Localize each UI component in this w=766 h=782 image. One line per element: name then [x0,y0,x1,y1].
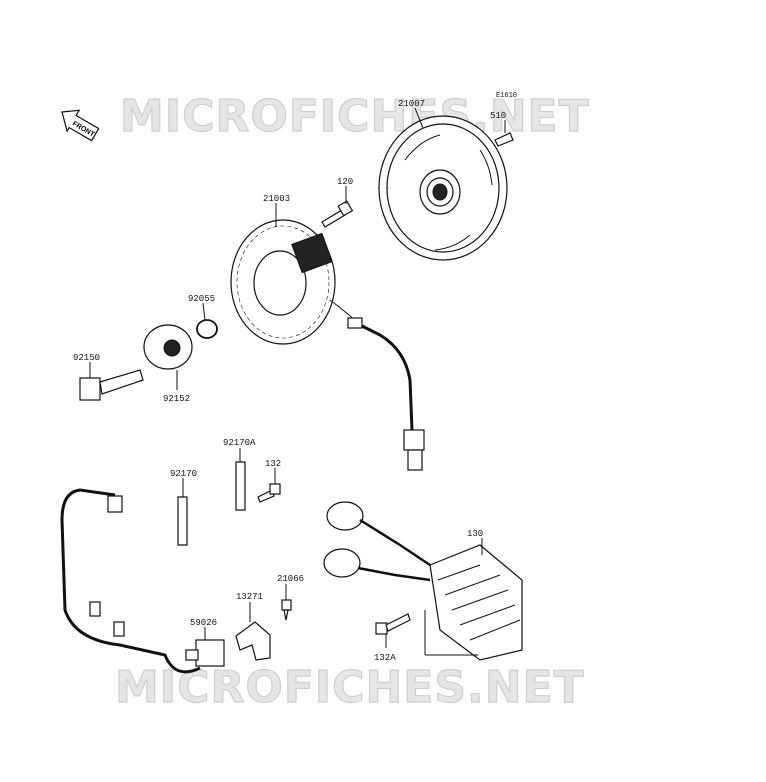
label-510: 510 [490,111,506,121]
flywheel-rotor [378,115,508,261]
regulator-rectifier [323,501,523,661]
clamp-92170 [177,496,188,546]
bolt-132 [257,483,281,503]
label-132A: 132A [374,653,396,663]
front-arrow-icon: FRONT [61,109,100,142]
label-92170: 92170 [170,469,197,479]
label-132: 132 [265,459,281,469]
ref-code: E1610 [496,92,517,100]
label-21007: 21007 [398,99,425,109]
label-130: 21066 [277,574,304,584]
sensor-59026 [185,639,225,667]
watermark-top: MICROFICHES.NET [120,91,590,142]
bolt-120 [321,200,354,228]
stator-coil [230,219,425,471]
label-92150: 92150 [73,353,100,363]
plate-92152 [143,324,193,370]
label-92152: 92152 [163,394,190,404]
label-13271: 13271 [236,592,263,602]
label-92055: 92055 [188,294,215,304]
label-120: 120 [337,177,353,187]
label-21066: 130 [467,529,483,539]
bolt-92150 [79,369,144,401]
bolt-132A [375,613,411,635]
o-ring-92055 [196,319,218,339]
bracket-13271 [235,621,271,661]
label-59026: 59026 [190,618,217,628]
bolt-130 [281,599,292,621]
label-21003: 21003 [263,194,290,204]
wire-harness [60,488,201,674]
key-510 [494,132,514,147]
watermark-bottom: MICROFICHES.NET [115,662,585,713]
clamp-92170A [235,461,246,511]
label-92170A: 92170A [223,438,256,448]
